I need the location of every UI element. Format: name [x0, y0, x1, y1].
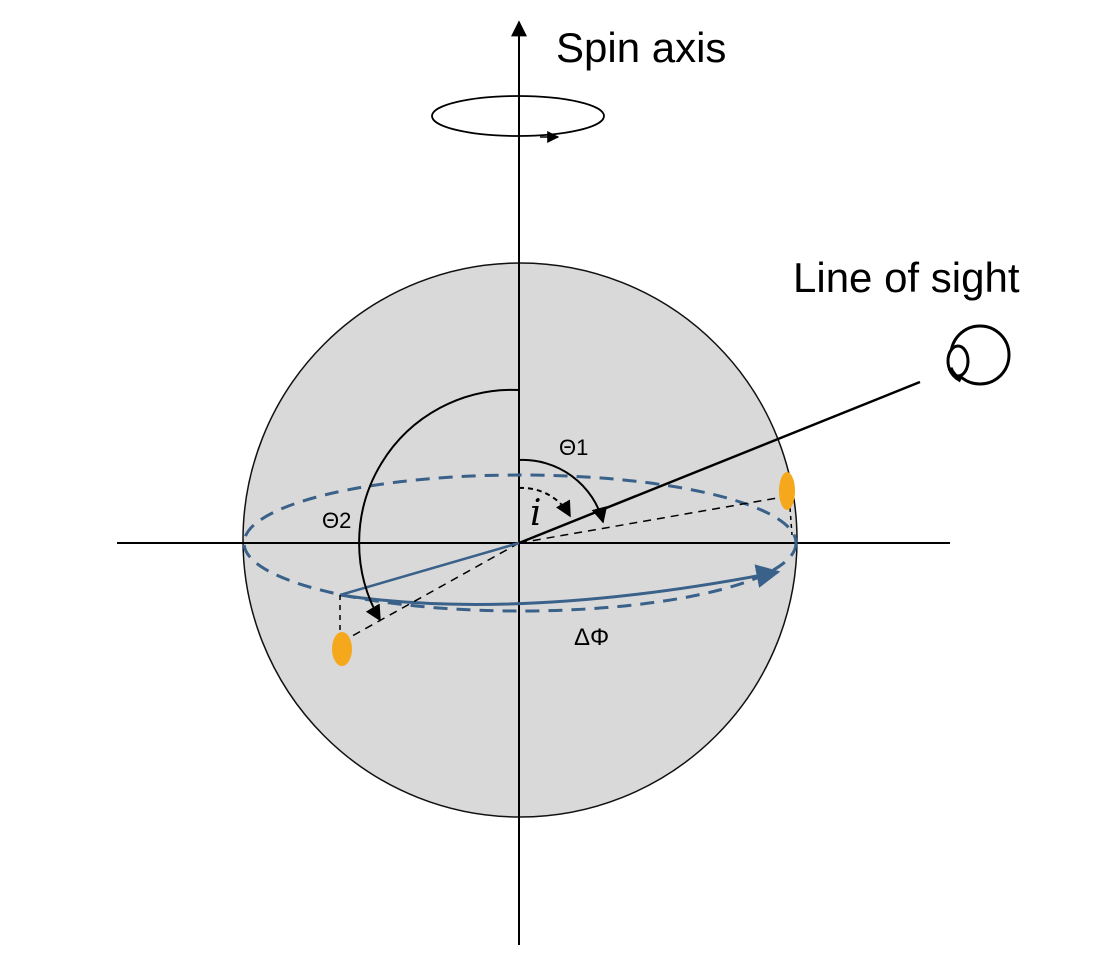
inclination-label: i	[530, 493, 542, 534]
spot-1	[779, 472, 795, 510]
theta1-arc	[518, 458, 608, 524]
line-of-sight-label: Line of sight	[793, 254, 1020, 301]
equator-ellipse	[242, 473, 798, 613]
spot-2	[332, 632, 352, 666]
delta-phi-label: ΔΦ	[574, 624, 609, 651]
inclination-arc	[518, 486, 571, 518]
radius-to-spot-1	[518, 496, 784, 544]
theta2-label: Θ2	[322, 508, 351, 533]
blue-radius-to-spot-2	[339, 541, 520, 597]
delta-phi-arc	[339, 564, 781, 606]
rotation-arrow-icon	[431, 95, 605, 143]
radius-to-spot-2	[344, 542, 520, 641]
spin-axis-label: Spin axis	[556, 24, 726, 71]
eye-icon	[946, 324, 1011, 386]
line-of-sight-line	[518, 380, 921, 545]
theta1-label: Θ1	[559, 435, 588, 460]
theta2-arc	[358, 388, 520, 622]
